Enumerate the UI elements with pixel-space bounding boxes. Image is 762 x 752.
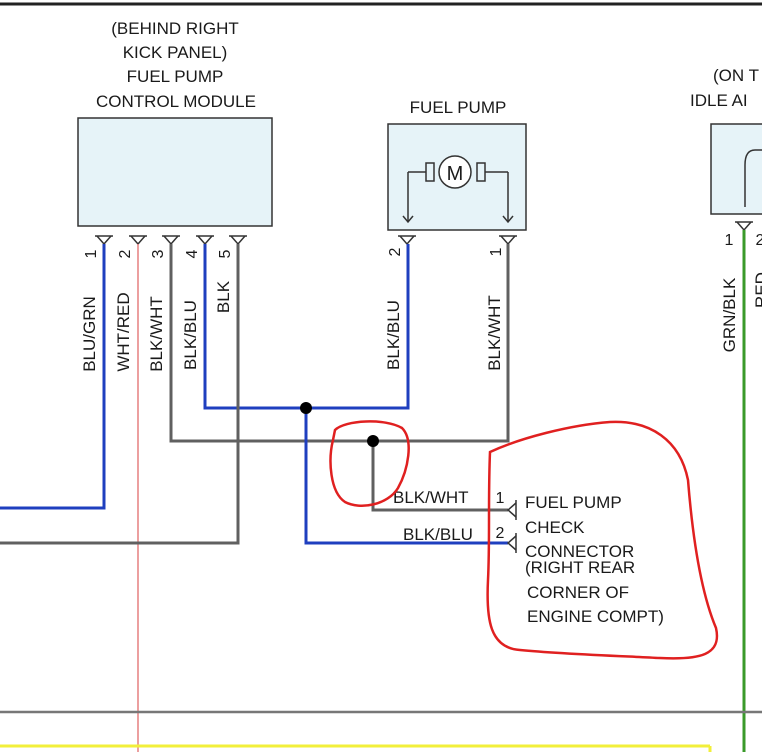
splice-point-blk-wht: [367, 435, 379, 447]
right-pin-2: 2: [756, 232, 762, 249]
idle-air-box: [710, 123, 762, 215]
module-pin-2: 2: [117, 249, 134, 258]
red-circle-check-connector: [486, 420, 719, 660]
module-pin-1: 1: [83, 249, 100, 258]
label-pump-blk-blu: BLK/BLU: [384, 300, 403, 370]
wire-blk-blu-module: [203, 244, 410, 410]
right-pin-1: 1: [725, 232, 734, 249]
fuel-pump-box: [387, 123, 527, 231]
label-pump-blk-wht: BLK/WHT: [485, 295, 504, 371]
module-note-line2: KICK PANEL): [123, 43, 228, 62]
motor-m-label: M: [447, 163, 464, 185]
module-terminals: [95, 235, 247, 246]
red-circle-splice: [329, 420, 410, 507]
pump-pin-2: 2: [387, 247, 404, 256]
check-loc-line1: (RIGHT REAR: [525, 558, 635, 577]
label-blk: BLK: [214, 280, 233, 313]
idle-air-coil: [744, 149, 762, 207]
right-note-line1: (ON T: [713, 66, 759, 85]
label-blk-wht-module: BLK/WHT: [147, 296, 166, 372]
label-blu-grn: BLU/GRN: [80, 296, 99, 372]
module-title-line1: FUEL PUMP: [127, 67, 224, 86]
check-loc-line3: ENGINE COMPT): [527, 607, 664, 626]
motor-symbol: [402, 155, 514, 224]
check-title-line2: CHECK: [525, 518, 585, 537]
fuel-pump-title: FUEL PUMP: [410, 98, 507, 117]
module-title-line2: CONTROL MODULE: [96, 92, 256, 111]
check-connector-terminals: [506, 500, 517, 553]
control-module-box: [77, 117, 273, 227]
right-terminals: [735, 221, 753, 232]
wire-blk-wht-check: [371, 441, 508, 512]
label-wht-red: WHT/RED: [114, 292, 133, 371]
check-title-line3: CONNECTOR: [525, 542, 634, 561]
module-pin-5: 5: [217, 249, 234, 258]
check-loc-line2: CORNER OF: [527, 583, 629, 602]
module-pin-3: 3: [150, 249, 167, 258]
label-red-right: RED: [752, 272, 762, 308]
check-title-line1: FUEL PUMP: [525, 493, 622, 512]
wire-blu-grn: [0, 244, 106, 510]
module-note-line1: (BEHIND RIGHT: [111, 19, 239, 38]
module-pin-4: 4: [184, 249, 201, 258]
label-blk-blu-module: BLK/BLU: [181, 300, 200, 370]
check-pin-1: 1: [496, 490, 505, 507]
check-wire-1-label: BLK/WHT: [393, 488, 469, 507]
pump-terminals: [398, 235, 517, 246]
check-pin-2: 2: [496, 525, 505, 542]
right-note-line2: IDLE AI: [690, 91, 748, 110]
wire-blk-wht-module: [169, 244, 510, 443]
pump-pin-1: 1: [488, 247, 505, 256]
wire-blk-module: [0, 244, 240, 545]
wire-blk-blu-check: [304, 408, 508, 545]
splice-point-blk-blu: [300, 402, 312, 414]
check-wire-2-label: BLK/BLU: [403, 525, 473, 544]
label-grn-blk: GRN/BLK: [720, 277, 739, 352]
